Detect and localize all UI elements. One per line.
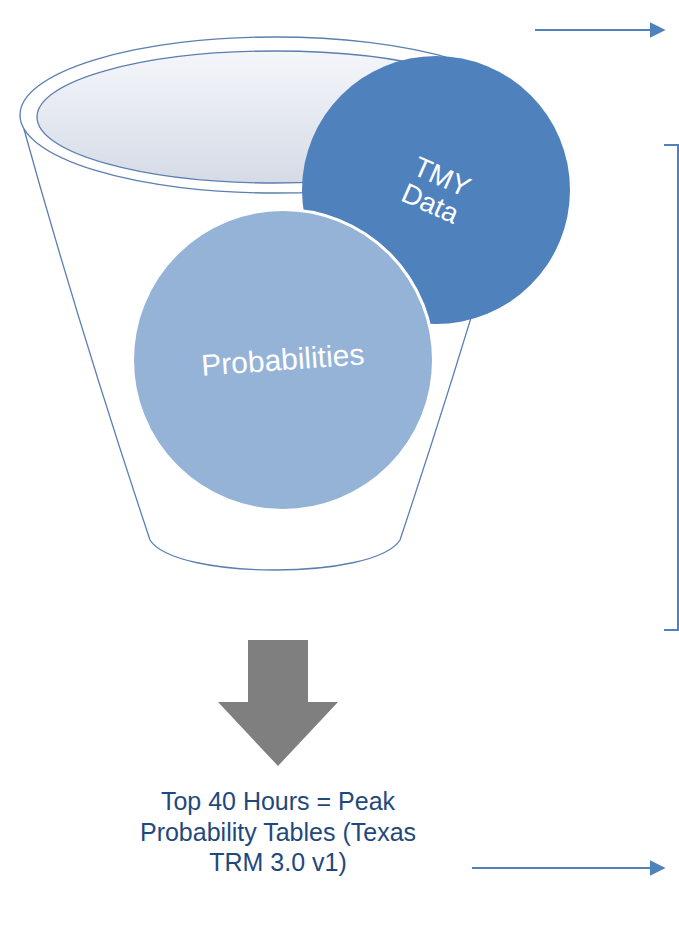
node-text: Probabilities — [200, 339, 365, 382]
circle-node: Probabilities — [131, 208, 435, 512]
pointer-arrow — [472, 867, 664, 869]
down-block-arrow — [218, 640, 338, 766]
node-text: TMY Data — [369, 139, 503, 242]
caption-label: Top 40 Hours = Peak Probability Tables (… — [113, 786, 443, 878]
bracket — [664, 145, 678, 630]
pointer-arrow — [535, 29, 664, 31]
